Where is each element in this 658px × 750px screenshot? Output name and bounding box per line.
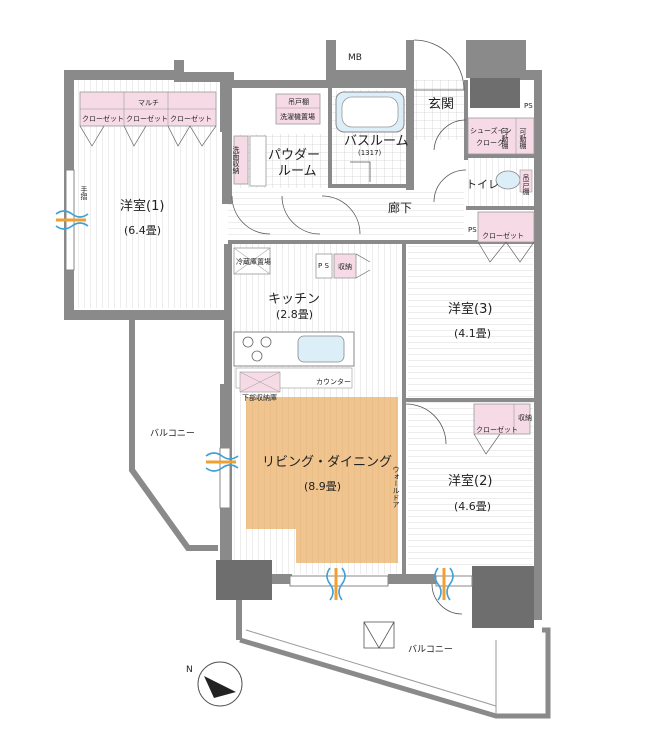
washer-shelf bbox=[275, 93, 321, 125]
label-fridge: 冷蔵庫置場 bbox=[236, 257, 271, 266]
labels: MB 玄関 PS PS P S マルチ クローゼット クローゼット クローゼット… bbox=[80, 53, 533, 675]
label-closet-a: クローゼット bbox=[82, 114, 124, 123]
label-western-2-size: (4.6畳) bbox=[454, 500, 491, 513]
closet-room2 bbox=[473, 403, 531, 455]
label-bath-size: (1317) bbox=[358, 149, 382, 157]
label-storage-k: 収納 bbox=[338, 262, 352, 271]
closet-room3 bbox=[477, 211, 535, 263]
bathtub bbox=[335, 91, 405, 133]
vanity bbox=[249, 135, 267, 187]
label-ps-1: PS bbox=[524, 102, 533, 110]
label-western-3: 洋室(3) bbox=[448, 301, 492, 317]
kitchen-storage bbox=[333, 253, 371, 279]
label-movable-2: 可動棚 bbox=[519, 128, 527, 150]
label-bathroom: バスルーム bbox=[344, 134, 409, 149]
balcony-west-outline bbox=[129, 320, 218, 551]
label-counter: カウンター bbox=[316, 377, 351, 386]
floor-living-wood-lower bbox=[296, 527, 398, 563]
floors bbox=[74, 80, 533, 574]
shoes-in-closet bbox=[467, 117, 535, 155]
label-hallway: 廊下 bbox=[388, 200, 412, 215]
label-living-size: (8.9畳) bbox=[304, 480, 341, 493]
label-balcony-west: バルコニー bbox=[150, 428, 195, 439]
label-closet-c: クローゼット bbox=[170, 114, 212, 123]
label-storage-r2: 収納 bbox=[518, 413, 532, 422]
label-shoes-in-2: クローク bbox=[476, 139, 504, 147]
label-closet-r3: クローゼット bbox=[482, 231, 524, 240]
label-western-2: 洋室(2) bbox=[448, 473, 492, 489]
label-ps-2: PS bbox=[468, 226, 477, 234]
ventilation-arrows bbox=[55, 210, 454, 601]
label-powder-2: ルーム bbox=[278, 164, 317, 179]
ac-unit-symbol bbox=[363, 621, 395, 649]
floor-western-room-3 bbox=[408, 244, 533, 399]
balcony-south-rail bbox=[245, 629, 497, 714]
label-toilet-shelf: 吊戸棚 bbox=[522, 174, 530, 196]
label-entrance: 玄関 bbox=[428, 97, 454, 112]
label-toilet: トイレ bbox=[466, 178, 499, 191]
compass-icon bbox=[197, 661, 243, 707]
linen-storage bbox=[233, 135, 249, 185]
label-handrail: 手摺 bbox=[80, 185, 88, 201]
label-washer: 洗濯機置場 bbox=[280, 112, 315, 121]
label-closet-r2: クローゼット bbox=[476, 425, 518, 434]
label-hanging-shelf: 吊戸棚 bbox=[288, 97, 309, 106]
label-movable-1: 可動棚 bbox=[501, 128, 509, 150]
label-powder: パウダー bbox=[268, 148, 320, 163]
label-linen: 洗面収納 bbox=[232, 145, 240, 175]
label-mb: MB bbox=[348, 53, 362, 63]
label-kitchen-size: (2.8畳) bbox=[276, 308, 313, 321]
label-north: N bbox=[186, 665, 193, 675]
doors bbox=[231, 39, 467, 615]
label-shoes-in-1: シューズイン bbox=[470, 126, 512, 135]
label-western-1-size: (6.4畳) bbox=[124, 224, 161, 237]
label-kitchen: キッチン bbox=[268, 292, 320, 307]
label-western-3-size: (4.1畳) bbox=[454, 327, 491, 340]
floor-living-wood bbox=[246, 397, 398, 529]
kitchen-ps bbox=[315, 253, 333, 279]
label-living: リビング・ダイニング bbox=[262, 455, 392, 470]
toilet-fixture bbox=[495, 169, 533, 193]
balcony-south-outline bbox=[239, 627, 551, 719]
label-western-1: 洋室(1) bbox=[120, 198, 164, 214]
label-closet-b: クローゼット bbox=[126, 114, 168, 123]
label-wall-door: ウォールドア bbox=[392, 466, 400, 508]
label-balcony-south: バルコニー bbox=[408, 644, 453, 655]
fridge-space bbox=[233, 247, 271, 275]
floor-hallway bbox=[228, 188, 464, 242]
label-ps-3: P S bbox=[318, 262, 329, 270]
label-under-floor: 下部収納庫 bbox=[242, 393, 277, 402]
under-floor-storage bbox=[239, 371, 281, 393]
label-multi: マルチ bbox=[138, 99, 159, 107]
closet-room1 bbox=[79, 91, 217, 147]
